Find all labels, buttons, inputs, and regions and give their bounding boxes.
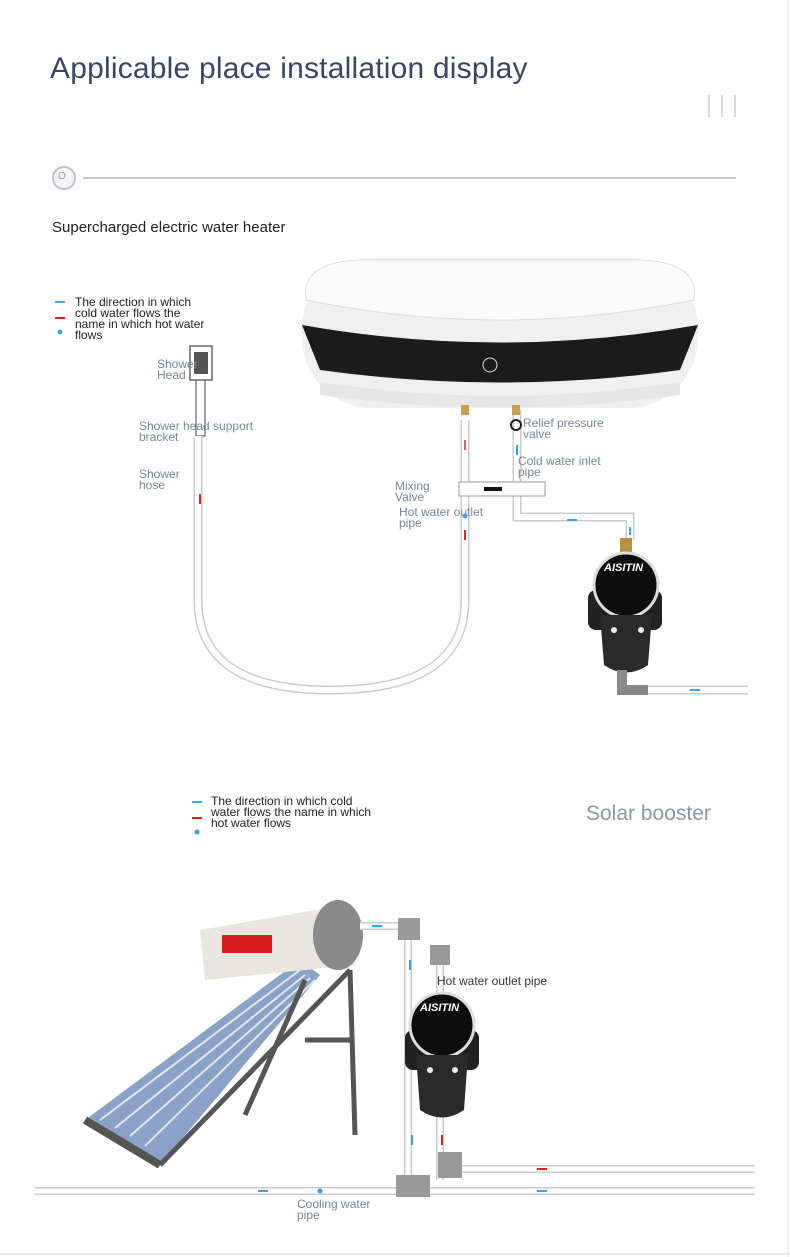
legend1-line: flows — [75, 328, 103, 342]
legend1-line: name in which hot water — [75, 317, 205, 331]
legend1: The direction in which cold water flows … — [75, 295, 205, 342]
booster-pump-1 — [588, 538, 662, 695]
solar-water-heater — [82, 900, 363, 1169]
legend2-line: hot water flows — [211, 816, 292, 830]
pump2-brand: AISITIN — [420, 1002, 460, 1014]
page-title: Applicable place installation display — [50, 52, 528, 85]
legend1-line: cold water flows the — [75, 306, 181, 320]
section2-title: Solar booster — [586, 802, 711, 825]
section-marker: O — [58, 171, 66, 182]
legend1-markers — [55, 301, 65, 335]
shower-hose — [193, 420, 470, 695]
label-hot-outlet-2: Hot water outlet pipe — [437, 974, 548, 988]
shower-head — [189, 345, 213, 437]
legend2-line: water flows the name in which — [211, 805, 372, 819]
pump1-brand: AISITIN — [604, 562, 644, 574]
section1-subtitle: Supercharged electric water heater — [52, 219, 286, 236]
legend2-markers — [192, 801, 202, 835]
flow-arrows-section1 — [199, 440, 700, 691]
decor-bars — [708, 95, 736, 117]
legend2: The direction in which cold water flows … — [211, 794, 372, 830]
legend1-line: The direction in which — [75, 295, 192, 309]
booster-pump-2 — [405, 991, 479, 1118]
section-marker-circle — [52, 166, 76, 190]
flow-arrows-section2 — [258, 925, 547, 1194]
legend2-line: The direction in which cold — [211, 794, 353, 808]
electric-water-heater — [302, 258, 698, 408]
